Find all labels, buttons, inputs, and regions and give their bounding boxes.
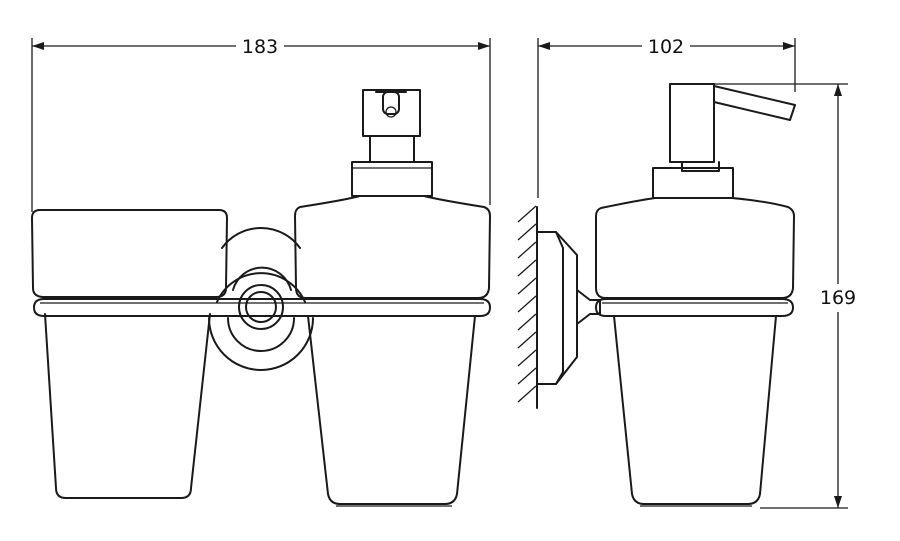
dimension-depth: 102 — [537, 34, 796, 198]
wall-hatching — [517, 205, 538, 409]
left-tumbler — [31, 209, 228, 499]
side-wall-bracket — [536, 231, 601, 385]
dimension-width-label: 183 — [242, 36, 278, 58]
dimension-height-label: 169 — [820, 287, 856, 309]
front-holder-ring — [33, 284, 491, 330]
front-dispenser — [294, 89, 491, 507]
dimension-height: 169 — [714, 83, 858, 509]
side-view: 102 169 — [517, 34, 858, 509]
front-view: 183 — [31, 34, 491, 507]
dimension-width: 183 — [31, 34, 491, 212]
dimension-depth-label: 102 — [648, 36, 684, 58]
side-dispenser — [595, 83, 796, 507]
